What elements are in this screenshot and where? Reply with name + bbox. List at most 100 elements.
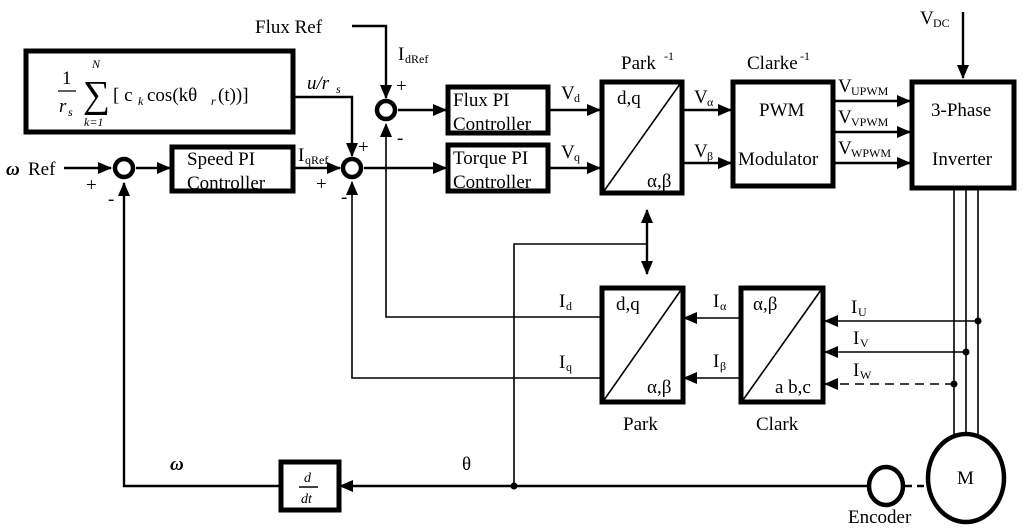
iqref-label-main: I xyxy=(298,145,304,166)
iu-label-main: I xyxy=(851,297,857,318)
id-label-main: I xyxy=(559,291,565,312)
inverse-park-title-sup: -1 xyxy=(664,49,674,63)
valpha-label-main: V xyxy=(694,87,708,108)
speed-sum-plus: + xyxy=(86,175,97,196)
idref-label-sub: dRef xyxy=(405,52,428,66)
id-feedback-wire xyxy=(380,123,601,318)
vq-label-sub: q xyxy=(574,150,580,164)
omega-feedback-wire xyxy=(118,182,280,488)
vvpwm-label-sub: VPWM xyxy=(851,115,889,129)
derivative-block xyxy=(278,459,342,513)
flux-sum-minus: - xyxy=(397,128,403,149)
vbeta-label-main: V xyxy=(694,141,708,162)
flux-pi-line1: Flux PI xyxy=(453,90,510,111)
vupwm-label-main: V xyxy=(838,76,852,97)
torque-pi-line1: Torque PI xyxy=(453,148,528,169)
torque-sum-plus-top: + xyxy=(358,137,369,158)
pwm-line2: Modulator xyxy=(738,149,819,170)
speed-pi-line1: Speed PI xyxy=(187,149,255,170)
ibeta-label-main: I xyxy=(713,351,719,372)
clark-diagonal xyxy=(742,289,822,401)
vbeta-label-sub: β xyxy=(707,149,713,163)
comp-sum-lower: k=1 xyxy=(84,115,103,129)
speed-ref-symbol: ω xyxy=(6,159,20,180)
pwm-line1: PWM xyxy=(759,100,805,121)
comp-frac-den-sub: s xyxy=(68,105,73,119)
inverse-park-title: Park xyxy=(621,53,656,74)
comp-expr-tail: (t))] xyxy=(218,85,249,106)
compensation-wire xyxy=(294,95,358,157)
vdc-label-sub: DC xyxy=(933,16,950,30)
iq-feedback-wire xyxy=(346,181,601,379)
ibeta-label-sub: β xyxy=(720,359,726,373)
flux-sum-plus: + xyxy=(396,76,407,97)
inverter-block xyxy=(909,79,1017,191)
comp-sum-upper: N xyxy=(91,57,101,71)
idref-label-main: I xyxy=(398,44,404,65)
vd-label-sub: d xyxy=(574,91,580,105)
pwm-title-sup: -1 xyxy=(800,49,810,63)
inverter-line2: Inverter xyxy=(932,149,993,170)
comp-expr-r: r xyxy=(211,94,216,108)
vd-label-main: V xyxy=(561,83,575,104)
iq-label-main: I xyxy=(559,352,565,373)
iw-label-main: I xyxy=(853,360,859,381)
comp-frac-den: r xyxy=(59,96,67,117)
speed-ref-label: Ref xyxy=(28,159,56,180)
theta-label: θ xyxy=(462,454,471,475)
vdc-label-main: V xyxy=(920,8,934,29)
flux-ref-label: Flux Ref xyxy=(255,17,323,38)
comp-frac-num: 1 xyxy=(62,68,72,89)
speed-sum-minus: - xyxy=(108,189,114,210)
omega-feedback-label: ω xyxy=(170,454,184,475)
comp-expr-k: k xyxy=(138,94,144,108)
park-bottom-label: α,β xyxy=(647,377,671,398)
speed-pi-line2: Controller xyxy=(187,173,266,194)
park-title: Park xyxy=(623,414,658,435)
clark-top-label: α,β xyxy=(753,294,777,315)
inverse-park-bottom-label: α,β xyxy=(647,171,671,192)
flux-ref-wire xyxy=(352,24,392,99)
vwpwm-label-main: V xyxy=(838,138,852,159)
vupwm-label-sub: UPWM xyxy=(851,84,889,98)
pwm-modulator-block xyxy=(730,79,836,189)
ialpha-label-sub: α xyxy=(720,299,727,313)
vvpwm-label-main: V xyxy=(838,107,852,128)
torque-sum-minus: - xyxy=(341,187,347,208)
torque-pi-block xyxy=(445,142,551,194)
comp-expr-cos: cos(kθ xyxy=(147,85,197,106)
torque-sum-plus-left: + xyxy=(316,174,327,195)
iw-label-sub: W xyxy=(860,368,872,382)
id-label-sub: d xyxy=(566,299,572,313)
park-top-label: d,q xyxy=(616,294,640,315)
inverse-park-top-label: d,q xyxy=(617,88,641,109)
iw-junction-dot xyxy=(950,380,958,388)
comp-sigma: ∑ xyxy=(83,74,110,116)
inverse-park-diagonal xyxy=(603,83,681,192)
encoder-label: Encoder xyxy=(848,507,912,528)
motor-label: M xyxy=(957,468,974,489)
comp-expr-open: [ c xyxy=(113,85,133,106)
iu-label-sub: U xyxy=(858,305,867,319)
vwpwm-label-sub: WPWM xyxy=(851,146,891,160)
iv-label-sub: V xyxy=(860,336,869,350)
comp-output-sub: s xyxy=(336,82,341,96)
speed-pi-block xyxy=(169,144,296,194)
vq-label-main: V xyxy=(561,142,575,163)
iu-junction-dot xyxy=(974,317,982,325)
flux-sum-junction xyxy=(374,98,398,122)
torque-pi-line2: Controller xyxy=(453,172,532,193)
pwm-title: Clarke xyxy=(747,53,798,74)
speed-sum-junction xyxy=(112,156,136,180)
iqref-label-sub: qRef xyxy=(305,153,328,167)
torque-sum-junction xyxy=(340,156,364,180)
motor-icon xyxy=(925,431,1007,525)
iv-junction-dot xyxy=(962,348,970,356)
park-diagonal xyxy=(603,289,682,401)
derivative-den: dt xyxy=(301,492,313,507)
encoder-icon xyxy=(866,464,906,508)
iq-label-sub: q xyxy=(566,360,572,374)
flux-pi-block xyxy=(445,84,551,136)
flux-pi-line2: Controller xyxy=(453,114,532,135)
